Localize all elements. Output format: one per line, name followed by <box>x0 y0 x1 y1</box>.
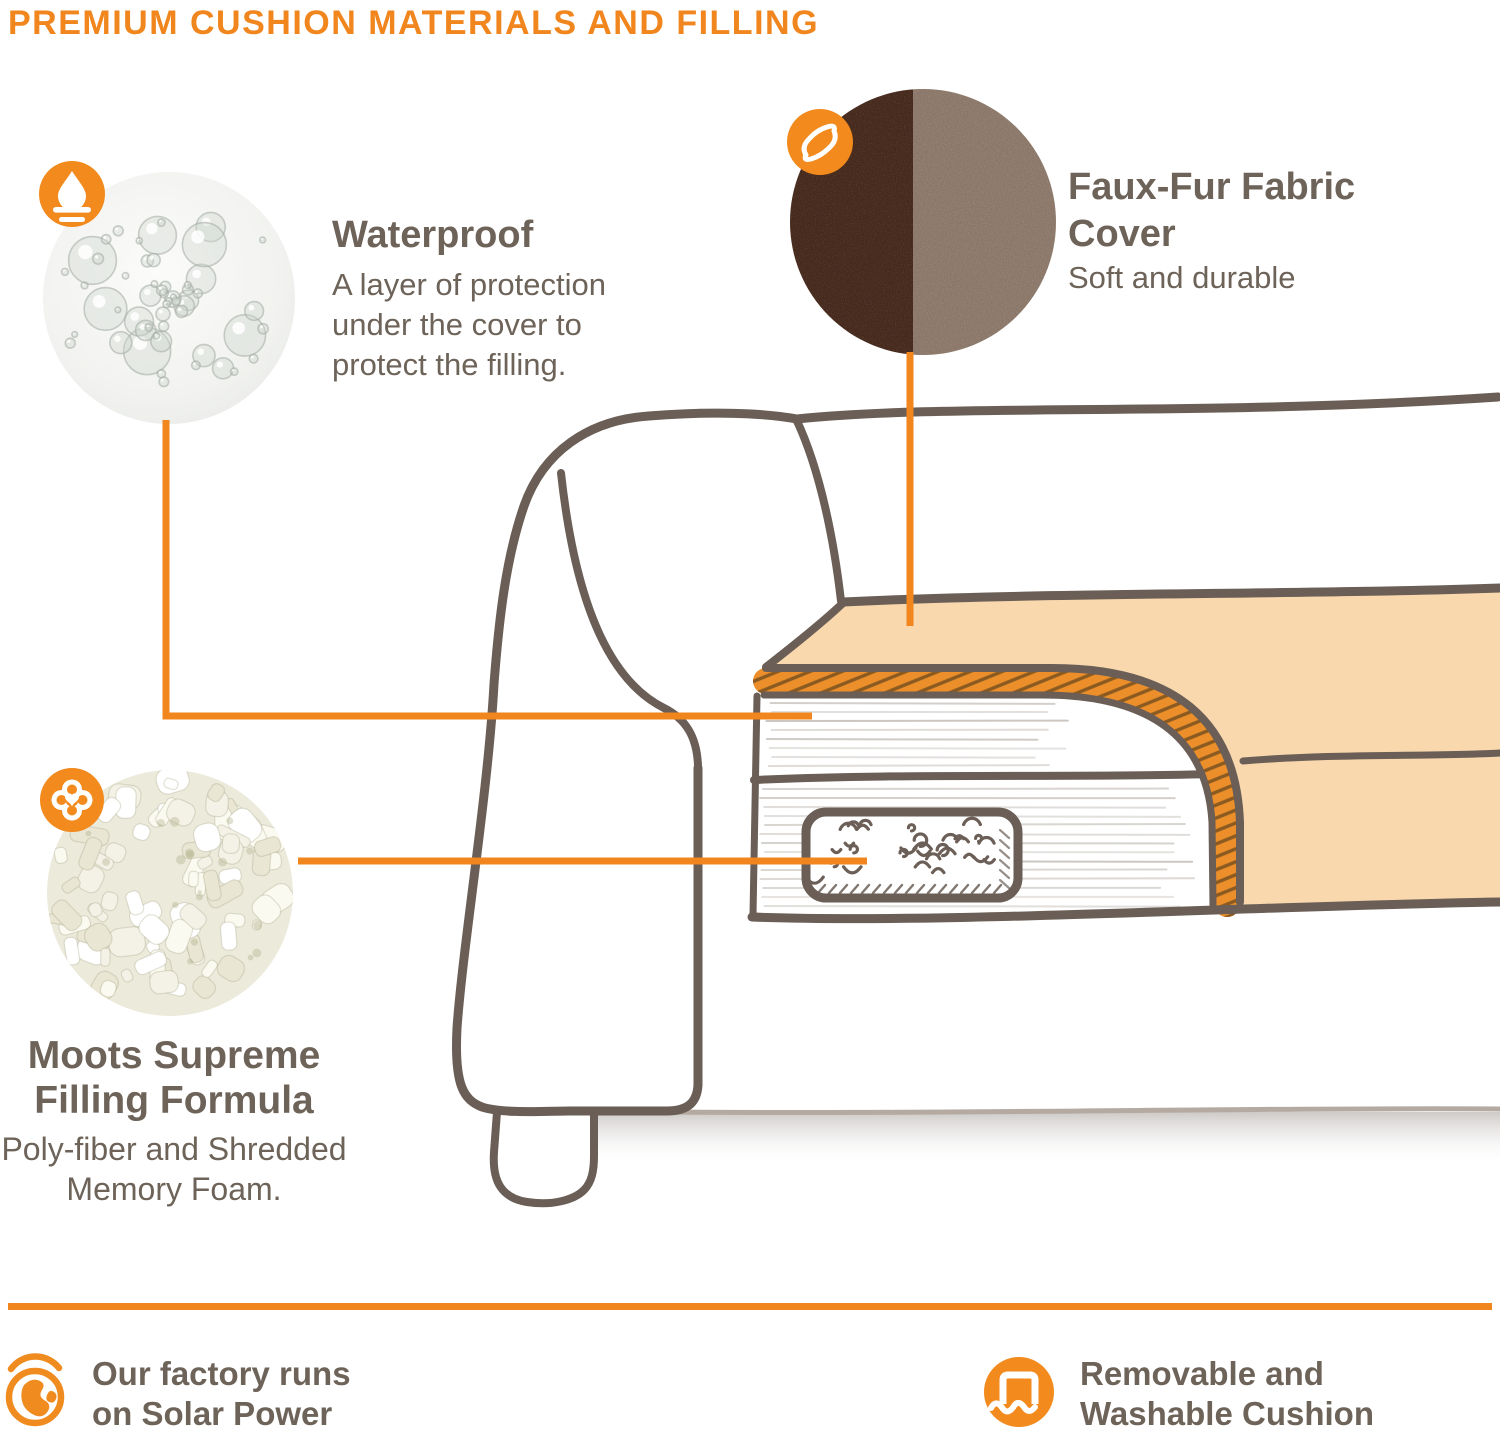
waterproof-photo-circle <box>43 172 295 424</box>
waterproof-badge <box>39 161 105 227</box>
waterproof-body-line: under the cover to <box>332 307 582 342</box>
water-drop-icon <box>53 171 91 222</box>
waterproof-callout-line <box>162 420 812 720</box>
filling-body-line: Memory Foam. <box>66 1171 282 1207</box>
arm-outer-contour <box>451 411 703 1117</box>
arm-inner-roll <box>557 469 702 770</box>
sofa-back-top <box>792 392 1500 424</box>
faux-fur-subheading: Soft and durable <box>1068 260 1296 295</box>
base-bottom-line <box>569 1106 1500 1116</box>
cutaway-seam <box>750 770 1216 784</box>
footer-divider <box>8 1303 1492 1310</box>
waterproof-body-line: protect the filling. <box>332 347 567 382</box>
waterproof-body-line: A layer of protection <box>332 267 606 302</box>
washable-footer-line: Washable Cushion <box>1080 1395 1374 1432</box>
filling-heading-line: Filling Formula <box>34 1079 314 1122</box>
solar-footer-text: Our factory runs on Solar Power <box>92 1354 351 1432</box>
filling-window <box>801 807 1023 903</box>
liner-stripes-upper <box>765 702 1069 767</box>
waterproof-heading: Waterproof <box>332 214 534 256</box>
filling-body-line: Poly-fiber and Shredded <box>1 1131 347 1167</box>
solar-footer-line: Our factory runs <box>92 1355 351 1392</box>
softness-flower-icon <box>51 779 93 821</box>
faux-fur-badge <box>787 109 853 175</box>
washable-footer-text: Removable and Washable Cushion <box>1080 1354 1374 1432</box>
filling-window-shading <box>816 828 1011 895</box>
waterproof-layer-inner-line <box>760 691 1217 909</box>
waterproof-layer-outer-line <box>762 664 1244 906</box>
solar-globe-icon <box>5 1353 65 1427</box>
cutaway-left-edge <box>749 692 761 919</box>
sofa-drawing <box>451 392 1500 1208</box>
filling-photo-circle <box>47 770 293 1016</box>
washable-footer-line: Removable and <box>1080 1355 1324 1392</box>
page-title: PREMIUM CUSHION MATERIALS AND FILLING <box>8 4 820 42</box>
filling-texture <box>804 816 996 885</box>
filling-callout-text: Moots Supreme Filling Formula Poly-fiber… <box>0 1033 348 1209</box>
fabric-swatch-icon <box>801 123 838 162</box>
cushion-top-edge <box>838 583 1500 607</box>
arm-top-roll <box>644 408 802 424</box>
cushion-bottom-edge <box>747 897 1500 924</box>
sofa-back-left-edge <box>793 417 845 605</box>
solar-footer-line: on Solar Power <box>92 1395 333 1432</box>
waterproof-layer-hatch <box>753 668 1240 917</box>
faux-fur-heading-line: Faux-Fur Fabric <box>1068 166 1356 208</box>
cushion-left-slope <box>762 599 847 671</box>
waterproof-callout-text: Waterproof A layer of protection under t… <box>332 212 606 385</box>
sofa-leg <box>489 1108 598 1208</box>
faux-fur-heading-line: Cover <box>1068 213 1176 255</box>
floor-shadow <box>598 1112 1500 1166</box>
faux-fur-callout-text: Faux-Fur Fabric Cover Soft and durable <box>1068 164 1355 298</box>
callout-lines <box>162 352 914 865</box>
filling-heading-line: Moots Supreme <box>27 1034 321 1077</box>
filling-badge <box>40 768 104 832</box>
cushion-right-seam <box>1239 749 1500 765</box>
washable-cushion-icon <box>984 1357 1054 1427</box>
